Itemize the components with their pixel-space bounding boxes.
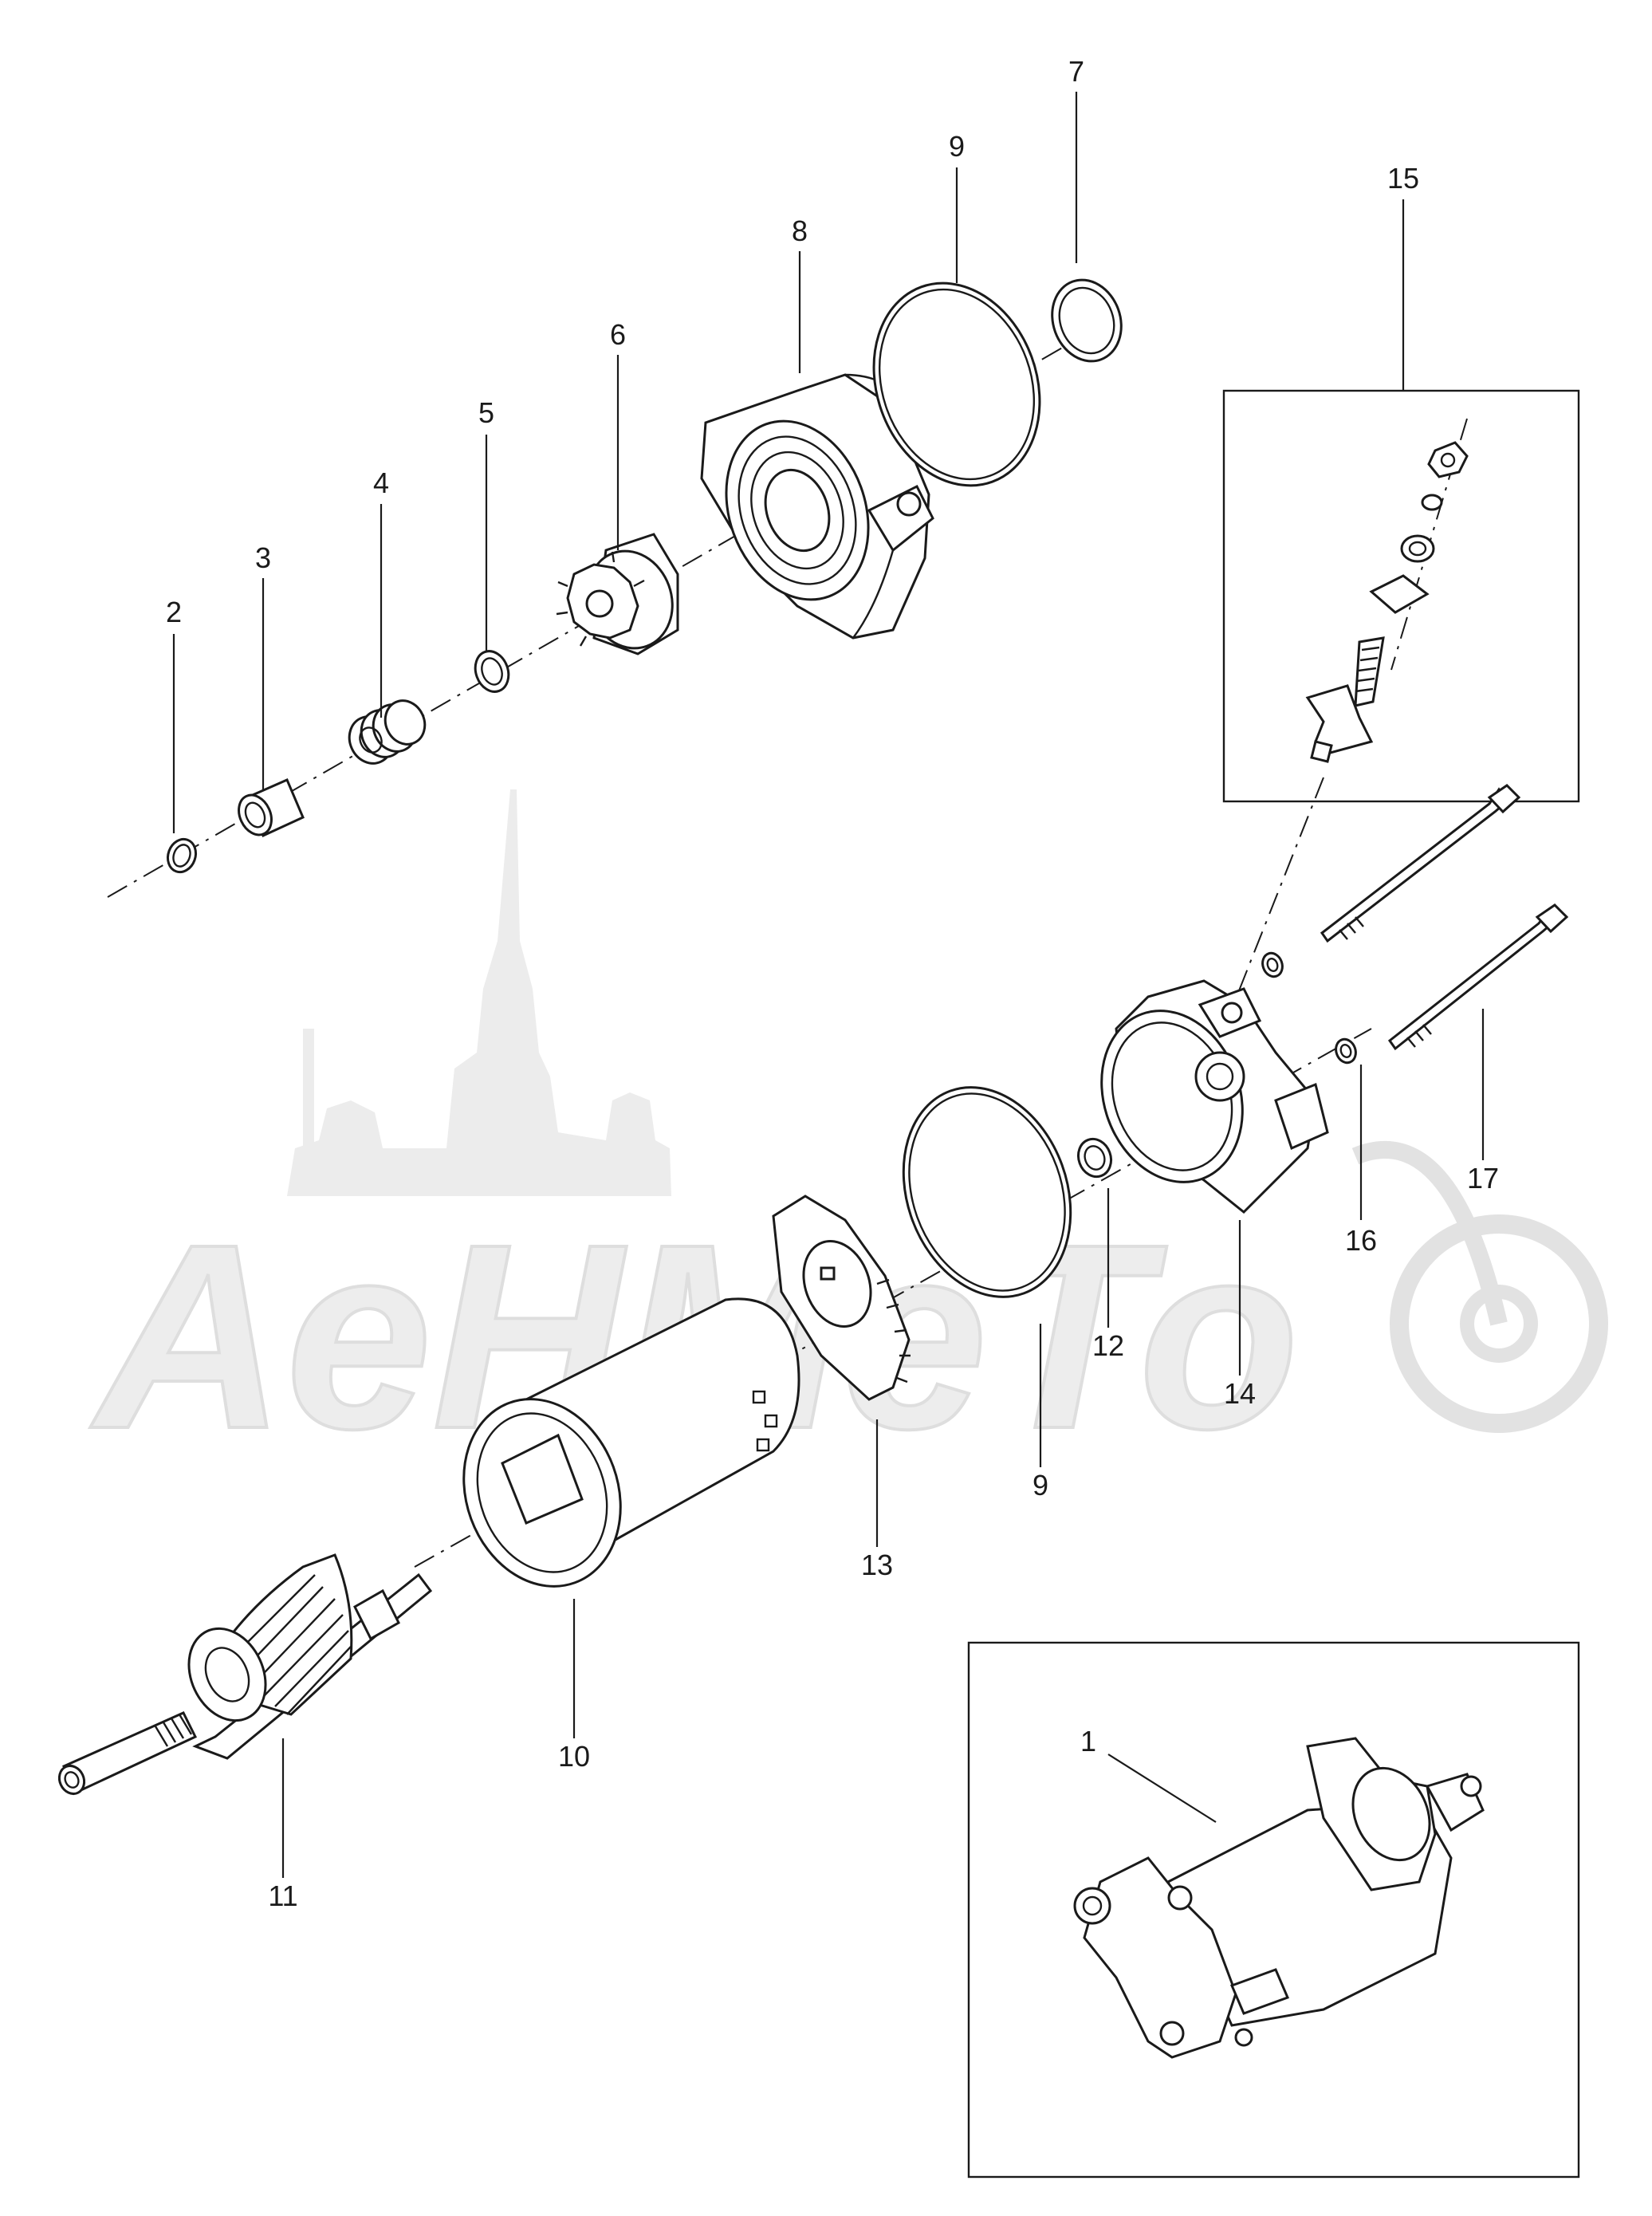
callout-4: 4 [373,466,389,499]
part-pinion-6 [556,533,679,655]
part-oring-9-lower [902,1086,1072,1298]
callout-12: 12 [1092,1329,1124,1362]
callout-9-lower: 9 [1032,1469,1048,1502]
callout-2: 2 [166,596,182,628]
watermark-frame [1351,1140,1508,1326]
part-oring-9-upper [872,281,1041,487]
part-terminal-kit-15 [1222,389,1580,803]
part-collar-3 [238,778,305,838]
part-brush-plate-13 [772,1195,911,1401]
part-washer-2 [166,837,198,874]
callout-labels: 1 2 3 4 5 6 7 8 9 9 10 11 12 13 14 15 16… [166,55,1499,1912]
part-rear-housing-14 [1100,979,1329,1214]
part-spring-4 [348,699,427,765]
callout-5: 5 [478,396,494,429]
part-washers-16 [1261,951,1357,1065]
callout-6: 6 [610,318,626,351]
watermark-spire [287,789,671,1196]
starter-assembly-frame [967,1641,1580,2179]
part-bolts-17 [1320,784,1569,1051]
part-yoke-10 [462,1297,800,1588]
callout-17: 17 [1467,1162,1499,1195]
terminal-kit-frame [1222,389,1580,803]
part-armature-11 [57,1553,433,1796]
callout-14: 14 [1224,1377,1256,1410]
watermark-pole [303,1029,314,1156]
part-drive-housing-8 [700,373,934,640]
callout-15: 15 [1387,162,1419,195]
callout-13: 13 [861,1549,893,1581]
callout-8: 8 [792,215,808,247]
leaders [172,92,1485,1878]
callout-1: 1 [1080,1725,1096,1757]
callout-3: 3 [255,541,271,574]
part-ring-5 [474,650,510,693]
part-starter-assembly-1 [967,1641,1580,2179]
callout-10: 10 [558,1740,590,1773]
part-oring-12 [1076,1137,1113,1179]
callout-9-upper: 9 [949,130,965,163]
part-seal-7 [1051,278,1123,363]
callout-11: 11 [268,1879,297,1912]
watermark-wheel [1390,1214,1608,1433]
callout-16: 16 [1345,1224,1377,1257]
callout-7: 7 [1068,55,1084,88]
